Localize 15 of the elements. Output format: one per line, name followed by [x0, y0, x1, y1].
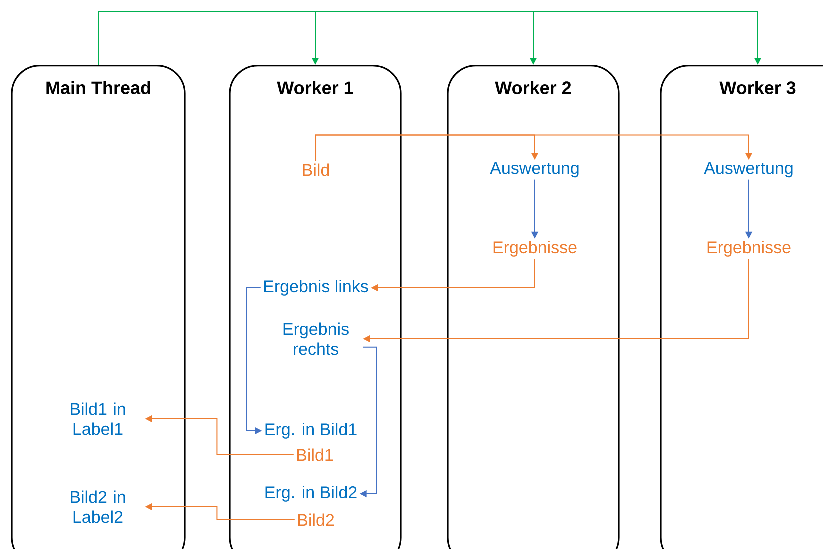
step-text: Bild — [303, 164, 330, 176]
step-text: Bild2 — [298, 514, 334, 526]
step-text: Ergebnis links — [264, 280, 368, 296]
step-text: Ergebnisse — [494, 241, 577, 257]
step-text: Erg. in Bild1 — [266, 423, 357, 439]
step-text: Auswertung — [704, 162, 793, 178]
step-text: Auswertung — [490, 162, 579, 178]
step-text: Ergebnisse — [708, 241, 791, 257]
arrow — [98, 12, 762, 66]
step-text: Bild1 in Label1 — [71, 402, 126, 436]
step-text: Bild1 — [298, 448, 334, 462]
step-text: Bild2 in Label2 — [71, 490, 126, 524]
step-text: Erg. in Bild2 — [266, 486, 357, 502]
step-text: Ergebnis rechts — [284, 322, 349, 356]
arrow — [316, 134, 753, 162]
